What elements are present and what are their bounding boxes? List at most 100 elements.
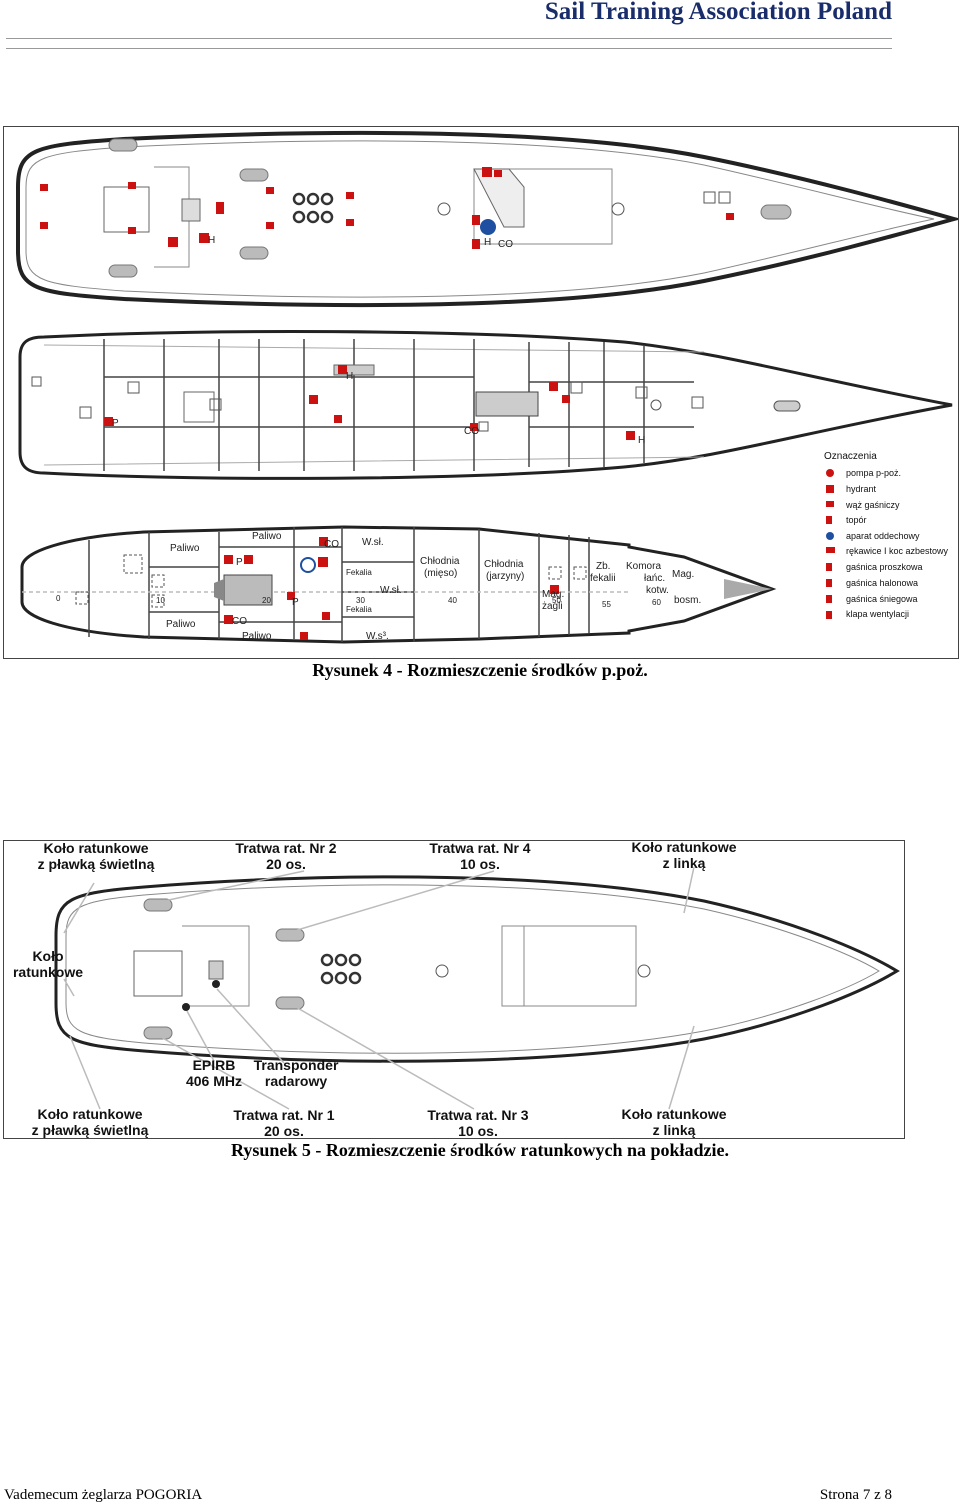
chain-locker-label-c: kotw.: [646, 585, 669, 596]
frame-30: 30: [356, 596, 365, 605]
frame-55: 55: [602, 600, 611, 609]
frame-20: 20: [262, 596, 271, 605]
liferaft-3-label-b: 10 os.: [458, 1123, 498, 1138]
liferaft-1-label-b: 20 os.: [264, 1123, 304, 1138]
fresh-water-label-2: W.sł.: [380, 585, 402, 596]
chain-locker-label-a: Komora: [626, 561, 661, 572]
lifebuoy-line-label-bottom-a: Koło ratunkowe: [621, 1106, 726, 1122]
header-title: Sail Training Association Poland: [544, 0, 892, 25]
liferaft-4-label-a: Tratwa rat. Nr 4: [429, 841, 530, 856]
liferaft-4-icon: [275, 928, 305, 942]
epirb-label-a: EPIRB: [193, 1057, 236, 1073]
middle-deck-plan: H H CO P: [18, 330, 953, 480]
footer-title: Vademecum żeglarza POGORIA: [4, 1487, 203, 1503]
lifebuoy-label-left-a: Koło: [32, 948, 63, 964]
fire-hose-icon: [826, 501, 834, 507]
header-rule: [6, 38, 892, 39]
legend-item-gloves: rękawice I koc azbestowy: [846, 546, 949, 556]
fuel-tank-label-4: Paliwo: [242, 631, 272, 642]
powder-symbol-lower-1: P: [236, 557, 243, 568]
legend-item-vent: klapa wentylacji: [846, 609, 909, 619]
epirb-icon: [182, 1003, 190, 1011]
frame-50: 50: [552, 596, 561, 605]
fuel-tank-label-2: Paliwo: [252, 531, 282, 542]
legend-item-axe: topór: [846, 515, 867, 525]
transponder-label-a: Transponder: [254, 1057, 339, 1073]
legend: Oznaczenia pompa p-poż. hydrant wąż gaśn…: [824, 451, 949, 619]
vegetable-cooler-label-b: (jarzyny): [486, 571, 524, 582]
deck-plan: Koło ratunkowe z pławką świetlną Tratwa …: [13, 841, 900, 1138]
lifebuoy-line-label-top-a: Koło ratunkowe: [631, 841, 736, 855]
legend-item-pump: pompa p-poż.: [846, 468, 901, 478]
liferaft-2-label-b: 20 os.: [266, 856, 306, 872]
figure-4-caption: Rysunek 4 - Rozmieszczenie środków p.poż…: [312, 660, 648, 680]
fresh-water-label-3: W.s³.: [366, 631, 389, 642]
chain-locker-label-b: łańc.: [644, 573, 665, 584]
co2-extinguisher-icon: [826, 595, 832, 603]
sewage-tank-label-a: Zb.: [596, 561, 610, 572]
meat-cooler-label-b: (mięso): [424, 568, 457, 579]
liferaft-2-icon: [143, 898, 173, 912]
meat-cooler-label-a: Chłodnia: [420, 556, 460, 567]
legend-item-powder: gaśnica proszkowa: [846, 562, 923, 572]
legend-item-co2: gaśnica śniegowa: [846, 594, 918, 604]
co2-symbol-upper: CO: [498, 239, 513, 250]
lifebuoy-light-label-bottom-a: Koło ratunkowe: [37, 1106, 142, 1122]
co2-symbol-lower-1: CO: [324, 539, 339, 550]
sewage-label-2: Fekalia: [346, 605, 372, 614]
lifesaving-plan: Koło ratunkowe z pławką świetlną Tratwa …: [13, 841, 900, 1138]
upper-deck-plan: H H CO: [16, 130, 958, 308]
powder-symbol-lower-2: P: [292, 597, 299, 608]
sail-store-label-a: Mag.: [542, 589, 564, 600]
figure-5-caption: Rysunek 5 - Rozmieszczenie środków ratun…: [230, 1140, 730, 1160]
fresh-water-label-1: W.sł.: [362, 537, 384, 548]
liferaft-1-label-a: Tratwa rat. Nr 1: [233, 1107, 334, 1123]
liferaft-1-icon: [143, 1026, 173, 1040]
vent-flap-icon: [826, 611, 832, 619]
lifebuoy-light-label-top-a: Koło ratunkowe: [43, 841, 148, 856]
breathing-apparatus-icon: [826, 532, 834, 540]
co2-symbol-middle: CO: [464, 426, 479, 437]
sewage-tank-label-b: fekalii: [590, 573, 616, 584]
halon-extinguisher-icon: [826, 579, 832, 587]
legend-item-hydrant: hydrant: [846, 484, 877, 494]
lifebuoy-line-label-top-b: z linką: [663, 855, 706, 871]
frame-0: 0: [56, 594, 61, 603]
bosun-store-label-a: Mag.: [672, 569, 694, 580]
header-rule-2: [6, 48, 892, 49]
sail-store-label-b: żagli: [542, 601, 563, 612]
hydrant-symbol-2: H: [484, 237, 491, 248]
ring-buoy-icon: [435, 964, 449, 978]
powder-extinguisher-icon: [826, 563, 832, 571]
powder-symbol-middle: P: [112, 418, 119, 429]
co2-symbol-lower-2: CO: [232, 616, 247, 627]
lifebuoy-line-label-bottom-b: z linką: [653, 1122, 696, 1138]
liferaft-2-label-a: Tratwa rat. Nr 2: [235, 841, 336, 856]
lifesaving-figure: Koło ratunkowe z pławką świetlną Tratwa …: [3, 840, 905, 1139]
sewage-label-1: Fekalia: [346, 568, 372, 577]
frame-10: 10: [156, 596, 165, 605]
lower-deck-plan: Paliwo Paliwo Paliwo Paliwo CO CO P P W.…: [20, 525, 777, 644]
bosun-store-label-b: bosm.: [674, 595, 701, 606]
axe-icon: [826, 516, 832, 524]
fire-pump-icon: [826, 469, 834, 477]
liferaft-3-label-a: Tratwa rat. Nr 3: [427, 1107, 528, 1123]
transponder-icon: [212, 980, 220, 988]
epirb-label-b: 406 MHz: [186, 1073, 242, 1089]
liferaft-3-icon: [275, 996, 305, 1010]
legend-item-halon: gaśnica halonowa: [846, 578, 918, 588]
liferaft-4-label-b: 10 os.: [460, 856, 500, 872]
legend-title: Oznaczenia: [824, 451, 877, 462]
frame-40: 40: [448, 596, 457, 605]
hydrant-symbol-4: H: [638, 435, 645, 446]
lifebuoy-label-left-b: ratunkowe: [13, 964, 83, 980]
fire-safety-plan: H H CO: [16, 130, 958, 644]
transponder-label-b: radarowy: [265, 1073, 327, 1089]
legend-item-hose: wąż gaśniczy: [845, 500, 900, 510]
fuel-tank-label-1: Paliwo: [170, 543, 200, 554]
fire-safety-figure: H H CO: [3, 126, 959, 659]
frame-60: 60: [652, 598, 661, 607]
legend-item-breathing: aparat oddechowy: [846, 531, 920, 541]
leader-lines: [63, 866, 695, 1110]
hydrant-icon: [826, 485, 834, 493]
